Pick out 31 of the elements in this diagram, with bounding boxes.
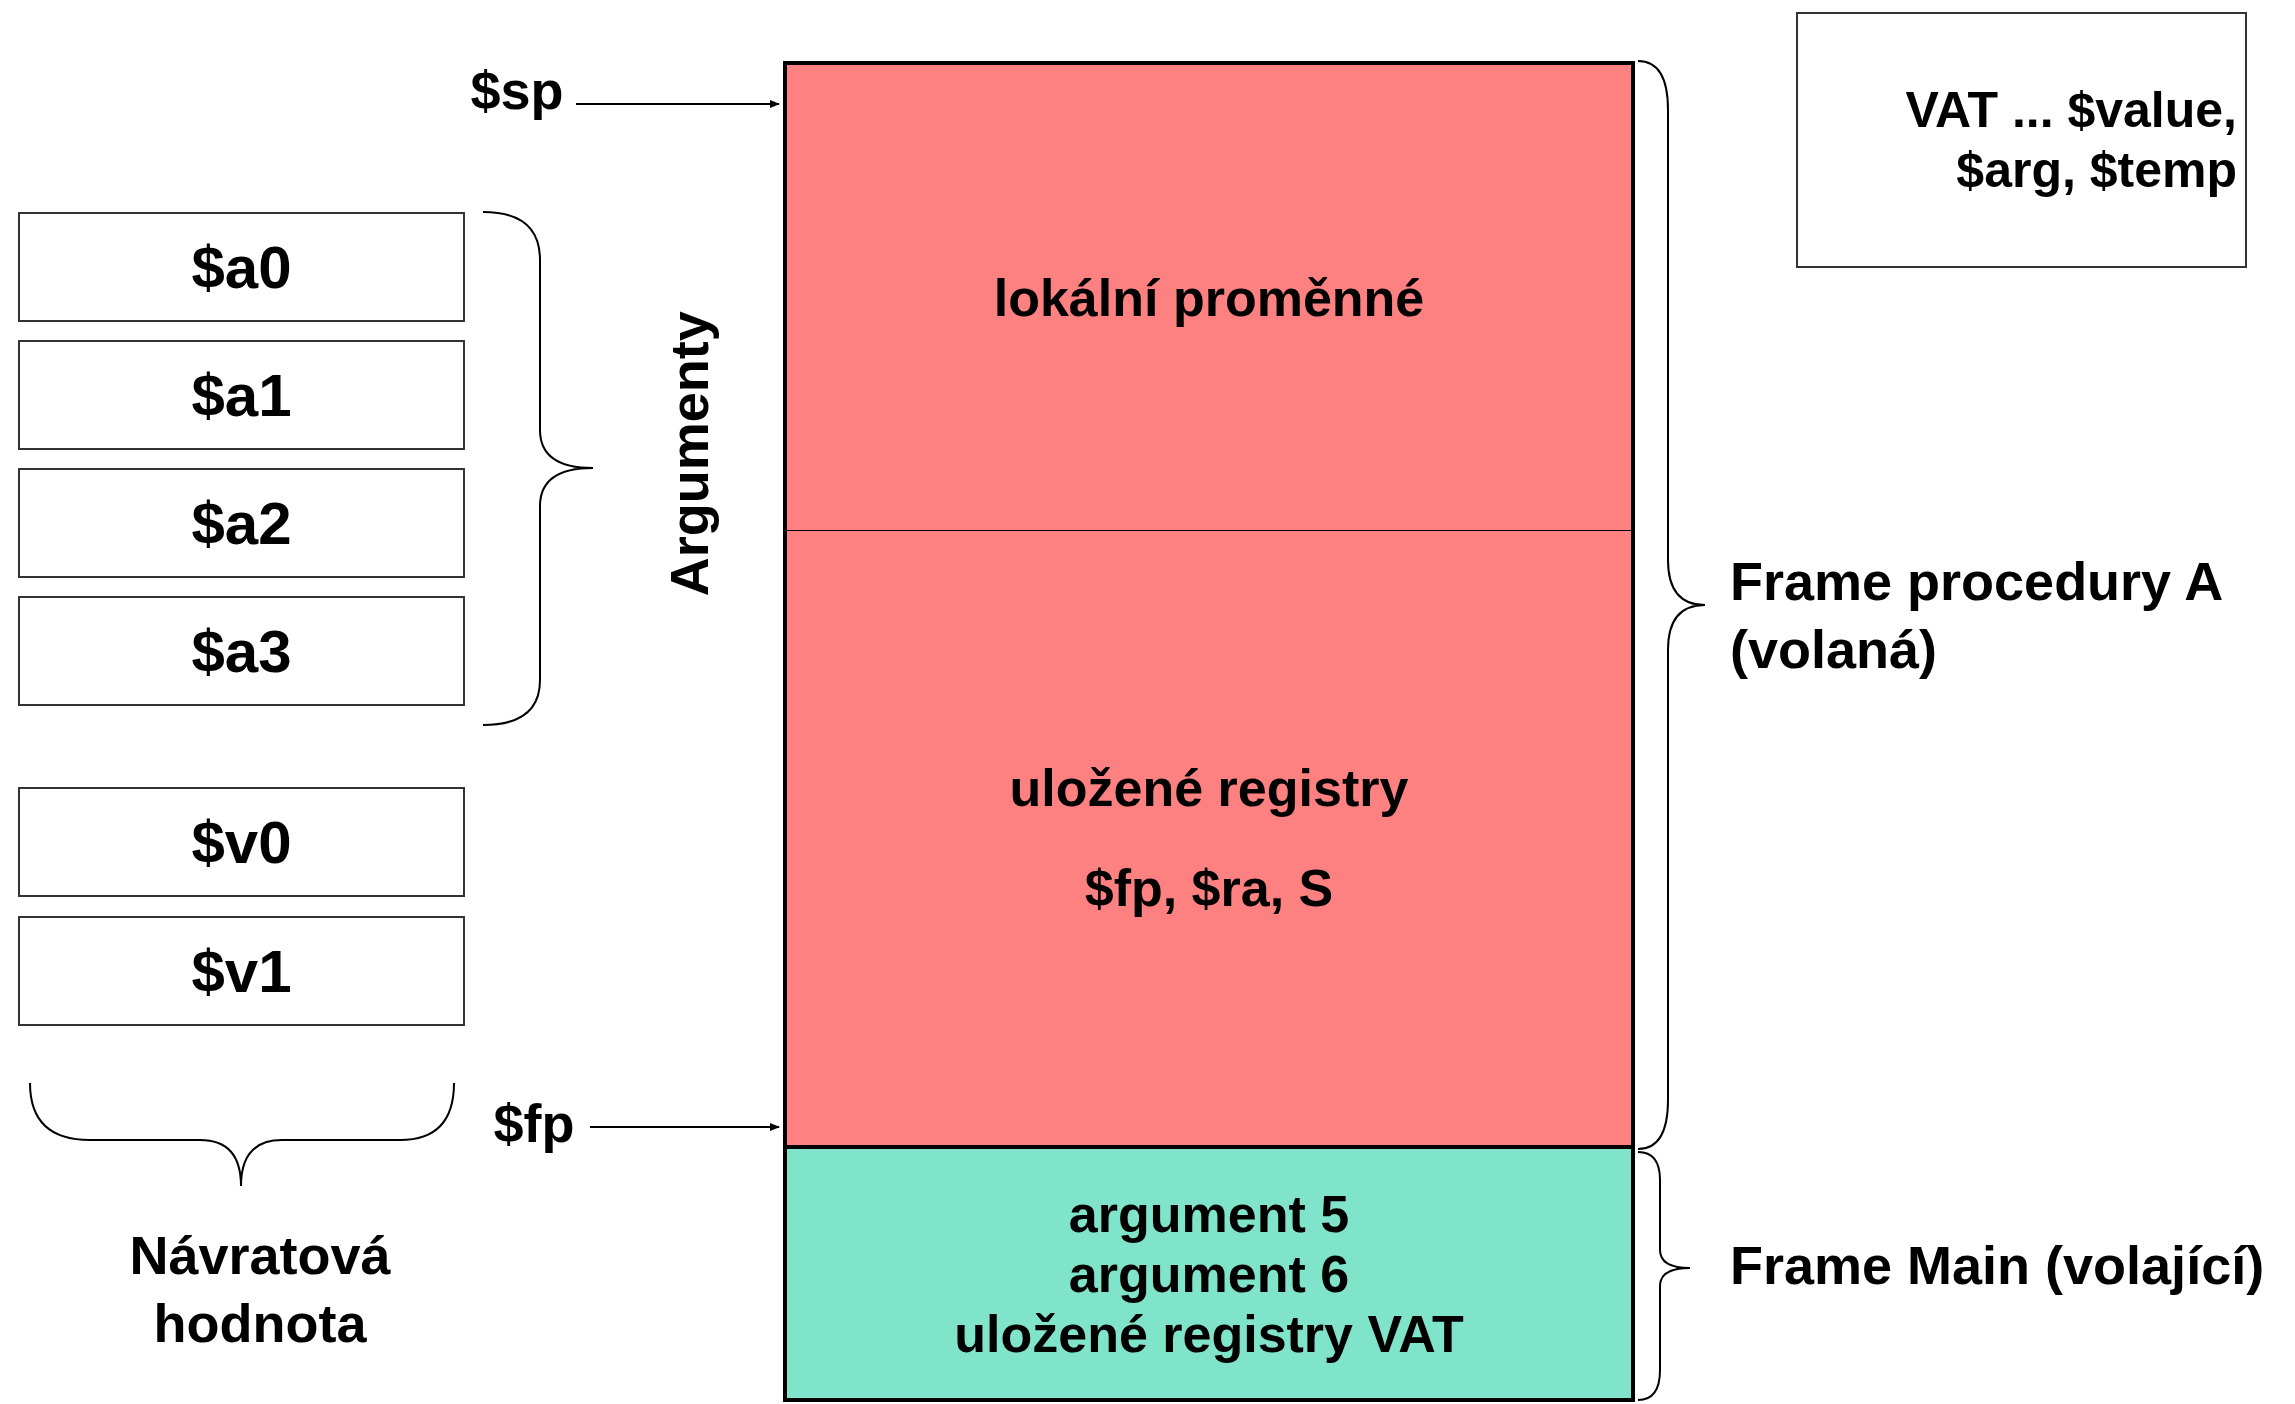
register-box <box>18 916 465 1026</box>
region-label: $fp, $ra, S <box>1084 858 1334 918</box>
register-box <box>18 787 465 897</box>
register-name: $a0 <box>191 232 292 302</box>
register-box <box>18 596 465 706</box>
register-box <box>18 212 465 322</box>
stack-region <box>783 61 1635 531</box>
register-box <box>18 340 465 450</box>
arrow <box>575 100 780 108</box>
region-label: argument 6 <box>1068 1243 1350 1304</box>
stack-region <box>783 531 1635 1149</box>
region-label: uložené registry VAT <box>954 1303 1464 1364</box>
register-name: $a3 <box>191 616 292 686</box>
region-label: lokální proměnné <box>993 267 1425 328</box>
register-name: $a1 <box>191 360 292 430</box>
brace-label: Frame Main (volající) <box>1730 1234 2266 1297</box>
vertical-label: Argumenty <box>658 310 721 599</box>
pointer-label: $sp <box>462 55 572 125</box>
pointer-label: $fp <box>484 1088 584 1158</box>
brace-label: Návratová hodnota <box>128 1224 392 1355</box>
register-box <box>18 468 465 578</box>
stack-region <box>783 1149 1635 1402</box>
arrow <box>589 1123 780 1131</box>
register-name: $v0 <box>191 807 292 877</box>
region-label: argument 5 <box>1068 1183 1350 1244</box>
note-box <box>1796 12 2247 268</box>
register-name: $v1 <box>191 936 292 1006</box>
register-name: $a2 <box>191 488 292 558</box>
brace-label: Frame procedury A (volaná) <box>1730 550 2223 681</box>
region-label: uložené registry <box>1009 758 1409 818</box>
note-text: VAT ... $value, $arg, $temp <box>1904 81 2237 200</box>
